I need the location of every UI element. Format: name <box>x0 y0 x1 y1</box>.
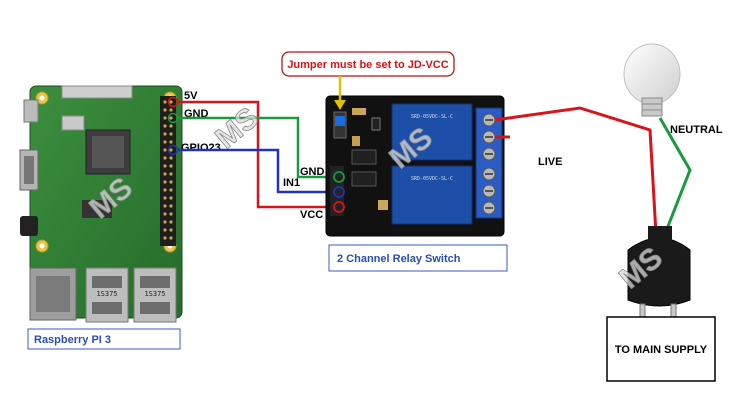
jumper-note-text: Jumper must be set to JD-VCC <box>287 59 448 71</box>
light-bulb <box>623 43 681 117</box>
relay-2-model-text: SRD-05VDC-SL-C <box>411 176 453 182</box>
usb-chip-text-1: 1S375 <box>96 290 117 298</box>
pi-caption-box <box>27 328 181 350</box>
pi-caption: Raspberry PI 3 <box>34 334 111 346</box>
relay-in1-label: IN1 <box>283 177 300 189</box>
live-label: LIVE <box>538 156 562 168</box>
jumper-callout: Jumper must be set to JD-VCC <box>281 51 455 110</box>
neutral-label: NEUTRAL <box>670 124 723 136</box>
main-supply-label: TO MAIN SUPPLY <box>615 344 708 356</box>
relay-caption-box <box>328 244 508 272</box>
relay-vcc-label: VCC <box>300 209 323 221</box>
relay-in1-pin-marker <box>333 186 345 198</box>
relay-gnd-label: GND <box>300 166 325 178</box>
pi-gpio23-label: GPIO23 <box>181 142 221 154</box>
neutral-wire <box>658 117 692 235</box>
relay-vcc-pin-marker <box>333 201 345 213</box>
raspberry-pi-board: 1S375 1S375 <box>19 85 183 323</box>
relay-1-model-text: SRD-05VDC-SL-C <box>411 114 453 120</box>
usb-chip-text-2: 1S375 <box>144 290 165 298</box>
relay-caption: 2 Channel Relay Switch <box>337 253 461 265</box>
relay-gnd-pin-marker <box>333 171 345 183</box>
wire-gnd-to-gnd <box>177 116 338 179</box>
wire-5v-to-vcc <box>177 100 338 209</box>
live-wire <box>494 106 658 235</box>
relay-board: SRD-05VDC-SL-C SRD-05VDC-SL-C <box>325 95 505 237</box>
pi-5v-label: 5V <box>184 90 198 102</box>
wire-gpio23-to-in1 <box>177 148 338 194</box>
main-supply-box <box>606 316 716 382</box>
